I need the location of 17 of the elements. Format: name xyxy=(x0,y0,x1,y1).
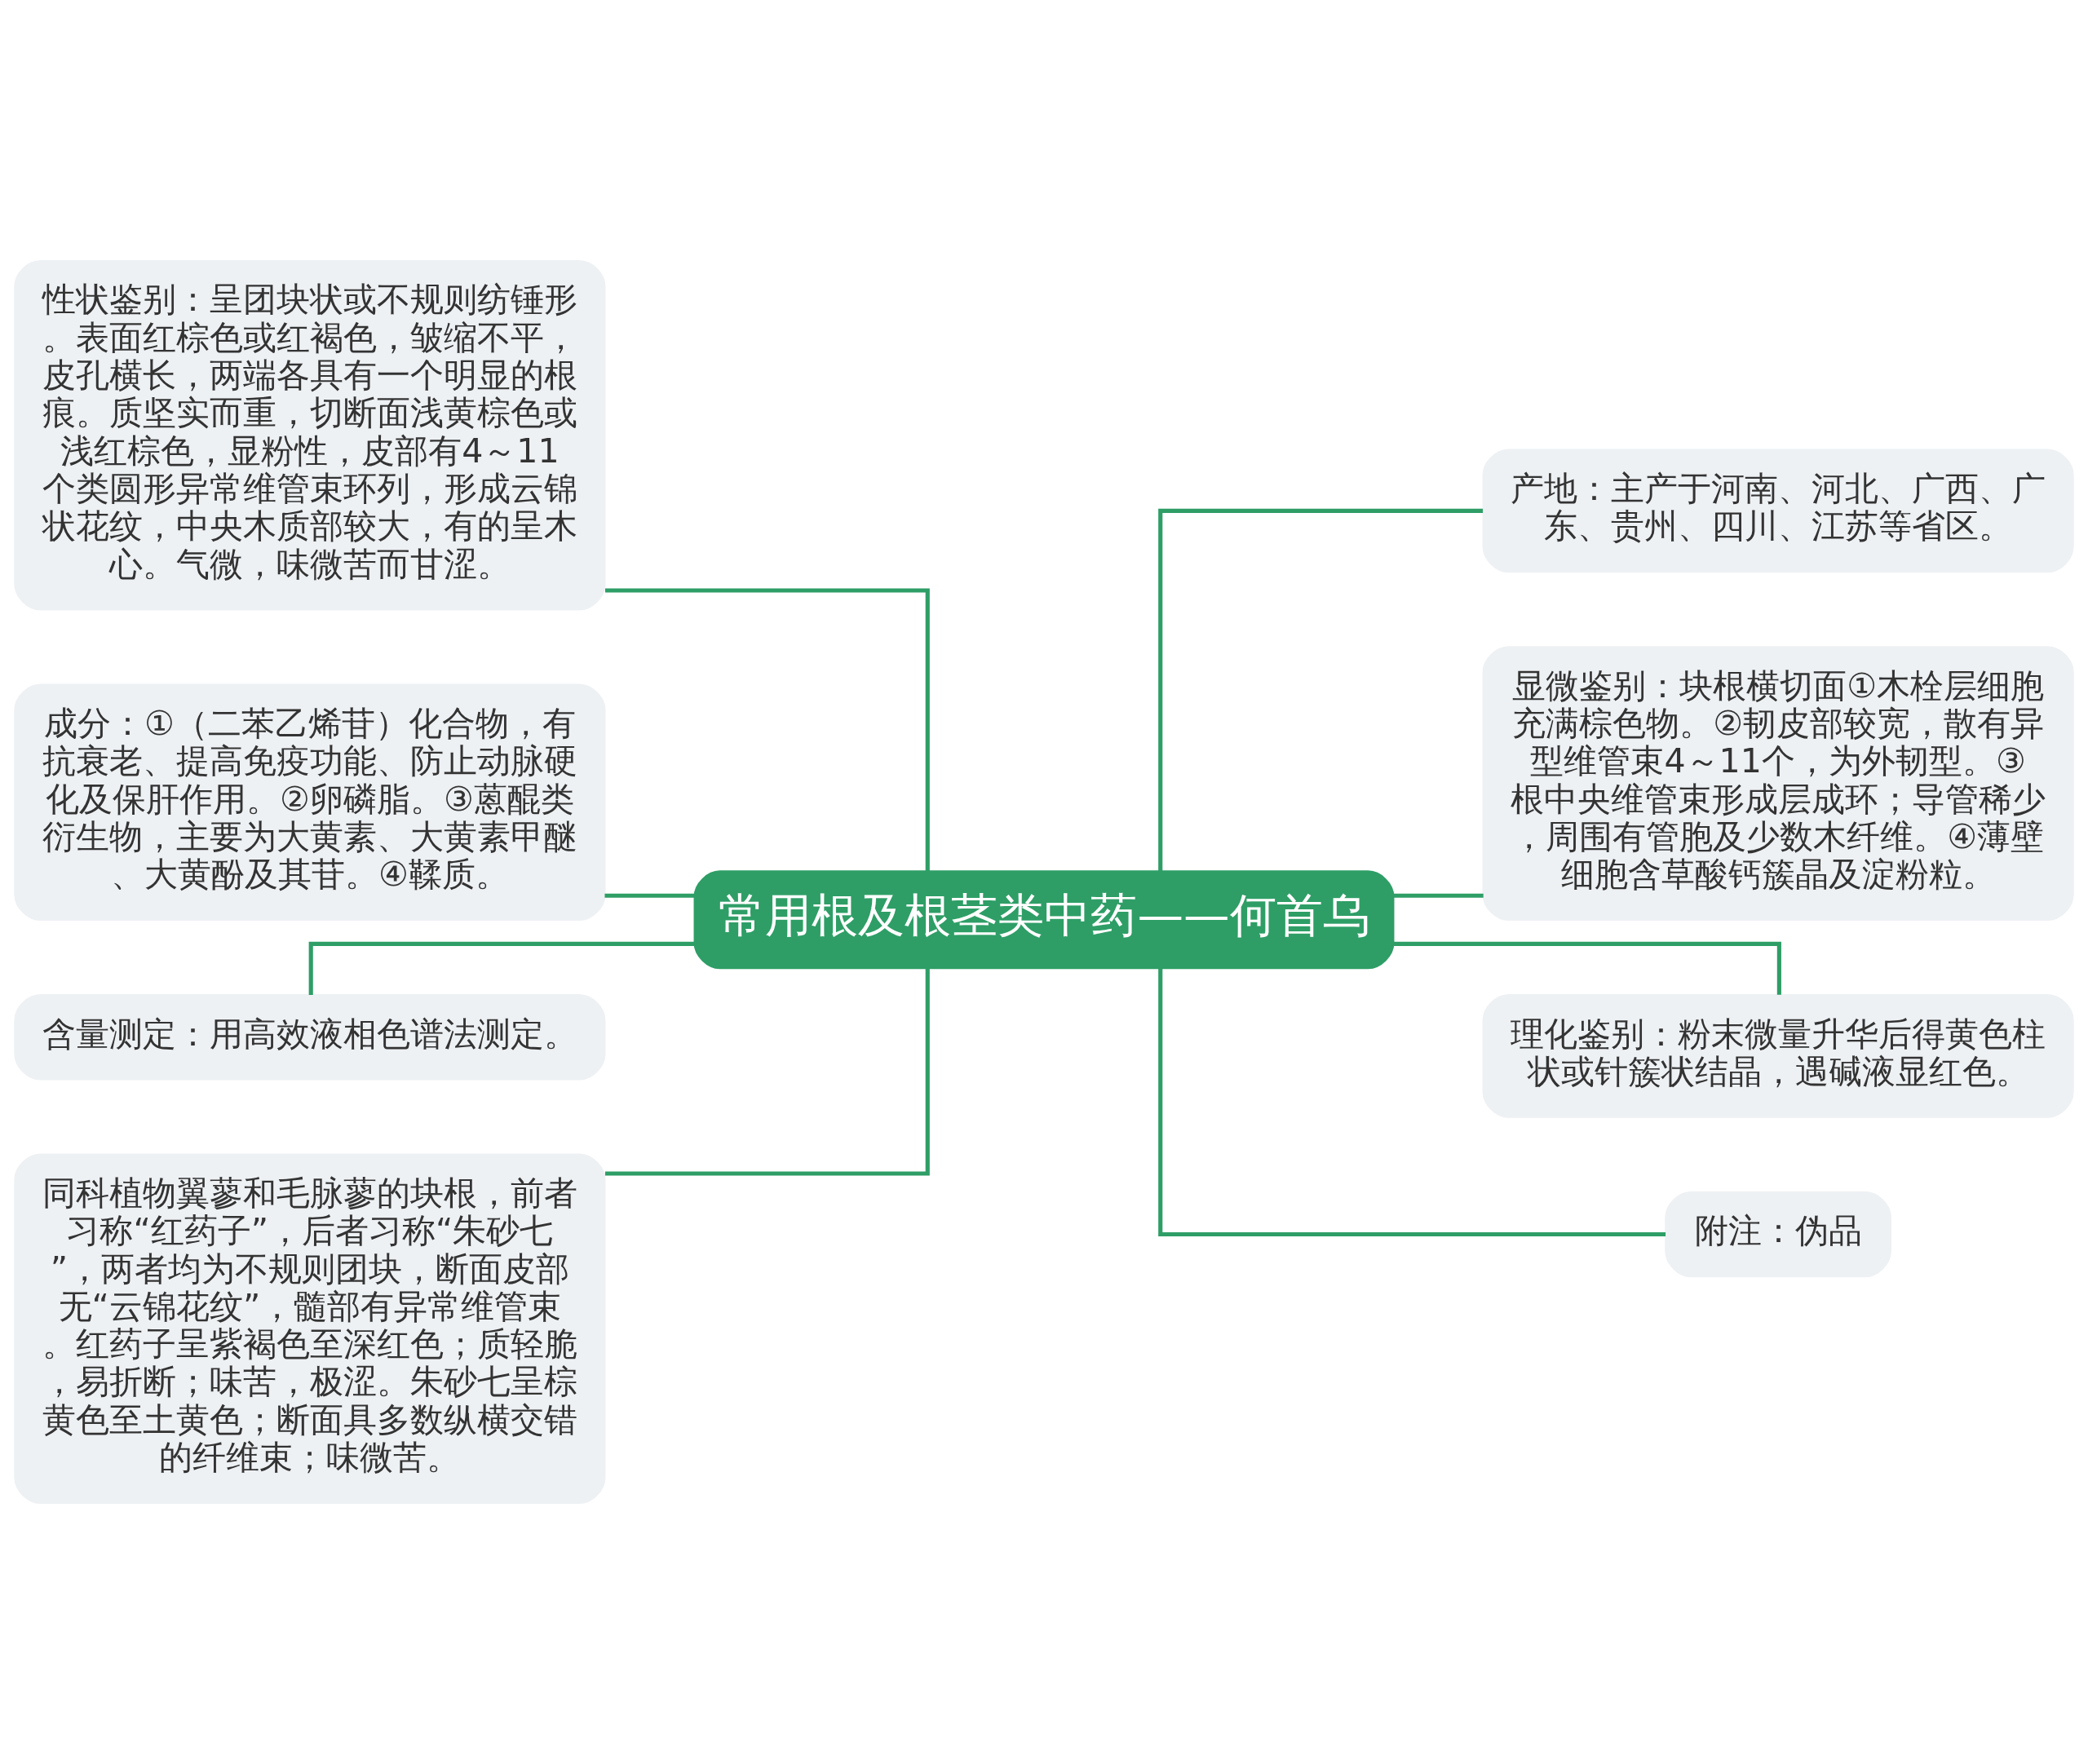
connector xyxy=(308,941,695,995)
node-box: 性状鉴别：呈团块状或不规则纺锤形。表面红棕色或红褐色，皱缩不平，皮孔横长，两端各具有一个明显的根痕。质坚实而重，切断面浅黄棕色或浅红棕色，显粉性，皮部有4～11个类圆形异常维管束环列，形成云锦状花纹，中央木质部较大，有的呈木心。气微，味微苦而甘涩。 xyxy=(14,260,606,611)
connector xyxy=(1393,941,1781,995)
node-box: 显微鉴别：块根横切面①木栓层细胞充满棕色物。②韧皮部较宽，散有异型维管束4～11个，为外韧型。③根中央维管束形成层成环；导管稀少，周围有管胞及少数木纤维。④薄壁细胞含草酸钙簇晶及淀粉粒。 xyxy=(1482,646,2074,922)
connector xyxy=(1158,968,1666,1237)
node-box: 产地：主产于河南、河北、广西、广东、贵州、四川、江苏等省区。 xyxy=(1482,449,2074,573)
node-box: 成分：①（二苯乙烯苷）化合物，有抗衰老、提高免疫功能、防止动脉硬化及保肝作用。②卵磷脂。③蒽醌类衍生物，主要为大黄素、大黄素甲醚、大黄酚及其苷。④鞣质。 xyxy=(14,683,606,922)
connector xyxy=(1158,508,1484,872)
connector xyxy=(1393,893,1484,898)
connector xyxy=(604,893,695,898)
node-box: 含量测定：用高效液相色谱法测定。 xyxy=(14,994,606,1081)
connector xyxy=(604,968,930,1176)
node-box: 常用根及根茎类中药——何首乌 xyxy=(693,870,1395,970)
node-box: 理化鉴别：粉末微量升华后得黄色柱状或针簇状结晶，遇碱液显红色。 xyxy=(1482,994,2074,1118)
node-box: 附注：伪品 xyxy=(1665,1191,1891,1278)
node-box: 同科植物翼蓼和毛脉蓼的块根，前者习称“红药子”，后者习称“朱砂七”，两者均为不规则团块，断面皮部无“云锦花纹”，髓部有异常维管束。红药子呈紫褐色至深红色；质轻脆，易折断；味苦，极涩。朱砂七呈棕黄色至土黄色；断面具多数纵横交错的纤维束；味微苦。 xyxy=(14,1153,606,1504)
connector xyxy=(604,588,930,872)
